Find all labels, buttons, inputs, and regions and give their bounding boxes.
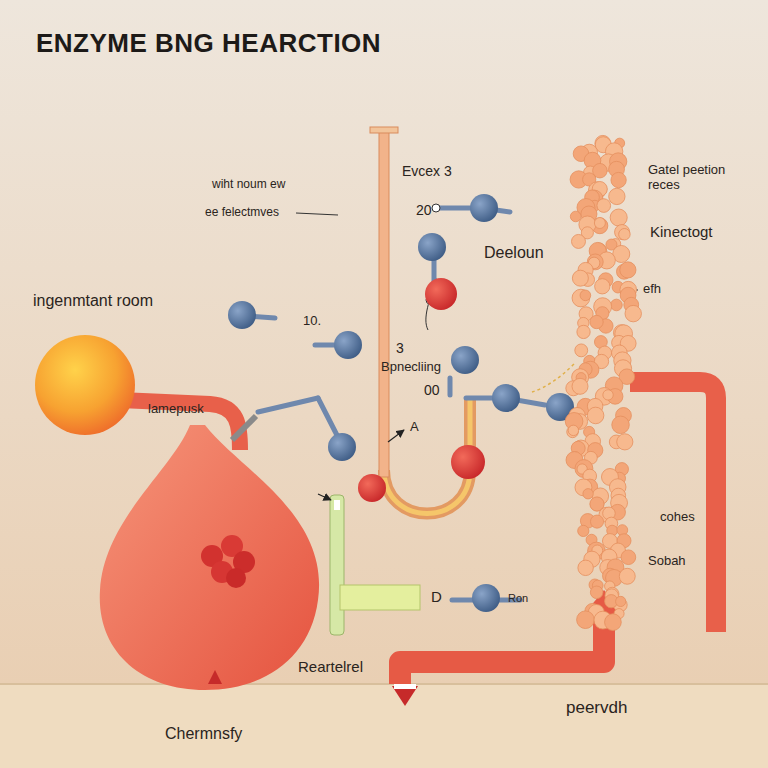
callout-label: 00: [424, 382, 440, 398]
bubble: [590, 515, 603, 528]
callout-label: lamepusk: [148, 402, 204, 417]
bubble: [603, 390, 613, 400]
floor-band: [0, 684, 768, 768]
callout-label: ee felectmves: [205, 206, 279, 220]
bubble: [625, 305, 641, 321]
pipette: [379, 132, 389, 477]
red-pipe: [630, 382, 716, 632]
callout-label: 20: [416, 202, 432, 218]
bubble: [572, 289, 590, 307]
bubble: [575, 344, 588, 357]
callout-label: Kinectogt: [650, 223, 713, 240]
bubble: [597, 199, 611, 213]
red-pipe: [120, 400, 240, 450]
bubble: [620, 262, 636, 278]
pipette-cap: [370, 127, 398, 133]
bubble: [616, 596, 626, 606]
grey-tube: [232, 416, 256, 440]
test-tube: [330, 495, 344, 635]
callout-label: cohes: [660, 510, 695, 525]
reaction-flask: [100, 425, 319, 690]
marker-triangle: [208, 670, 222, 684]
callout-label: Chermnsfy: [165, 725, 242, 743]
bubble: [590, 315, 603, 328]
callout-label: Reartelrel: [298, 658, 363, 675]
substrate-sphere: [35, 335, 135, 435]
bubble: [572, 270, 588, 286]
bubble: [577, 611, 595, 629]
pointer-arrow: [388, 430, 404, 442]
callout-label: ingenmtant room: [33, 292, 153, 310]
callout-label: Ron: [508, 592, 528, 605]
callout-label: peervdh: [566, 698, 627, 718]
bubble: [619, 229, 631, 241]
bubble: [609, 188, 625, 204]
bubble: [611, 172, 626, 187]
callout-label: Evcex 3: [402, 163, 452, 179]
callout-label: Sobah: [648, 554, 686, 569]
bubble: [578, 525, 589, 536]
bubble: [605, 614, 622, 631]
callout-label: Deeloun: [484, 244, 544, 262]
bubble: [571, 234, 585, 248]
bubble: [570, 211, 581, 222]
bubble: [594, 218, 605, 229]
bubble: [572, 378, 588, 394]
callout-label: D: [431, 588, 442, 605]
callout-label: wiht noum ew: [212, 178, 285, 192]
bubble: [590, 586, 603, 599]
enzyme-cluster: [201, 535, 255, 588]
bubble: [587, 407, 604, 424]
bubble: [615, 225, 630, 240]
tube-highlight: [334, 500, 340, 510]
bubble: [612, 416, 630, 434]
callout-label: 10.: [303, 314, 321, 329]
callout-label: 3: [396, 340, 404, 356]
bubble: [568, 425, 578, 435]
diagram-title: ENZYME BNG HEARCTION: [36, 28, 381, 59]
bubble: [580, 290, 591, 301]
bubble: [619, 568, 635, 584]
bubble: [621, 550, 636, 565]
bubble: [567, 426, 579, 438]
pointer-arrow: [318, 494, 331, 500]
bubble: [577, 325, 590, 338]
cell-bubbles: [565, 135, 641, 630]
bubble: [610, 209, 627, 226]
reagent-block: [340, 585, 420, 610]
bubble: [611, 299, 623, 311]
bubble: [578, 560, 593, 575]
callout-label: Gatel peetion reces: [648, 163, 738, 193]
leader-line: [296, 213, 338, 215]
bubble: [583, 489, 593, 499]
red-pipe: [400, 612, 604, 684]
bubble: [595, 279, 610, 294]
callout-label: efh: [643, 282, 661, 297]
floor-line: [0, 683, 768, 685]
molecule-atoms: [228, 194, 574, 612]
arrow-band: [394, 684, 416, 689]
bubble: [617, 434, 633, 450]
callout-label: Bpnecliing: [381, 360, 441, 375]
molecule-group: [232, 208, 545, 600]
callout-label: A: [410, 420, 419, 435]
